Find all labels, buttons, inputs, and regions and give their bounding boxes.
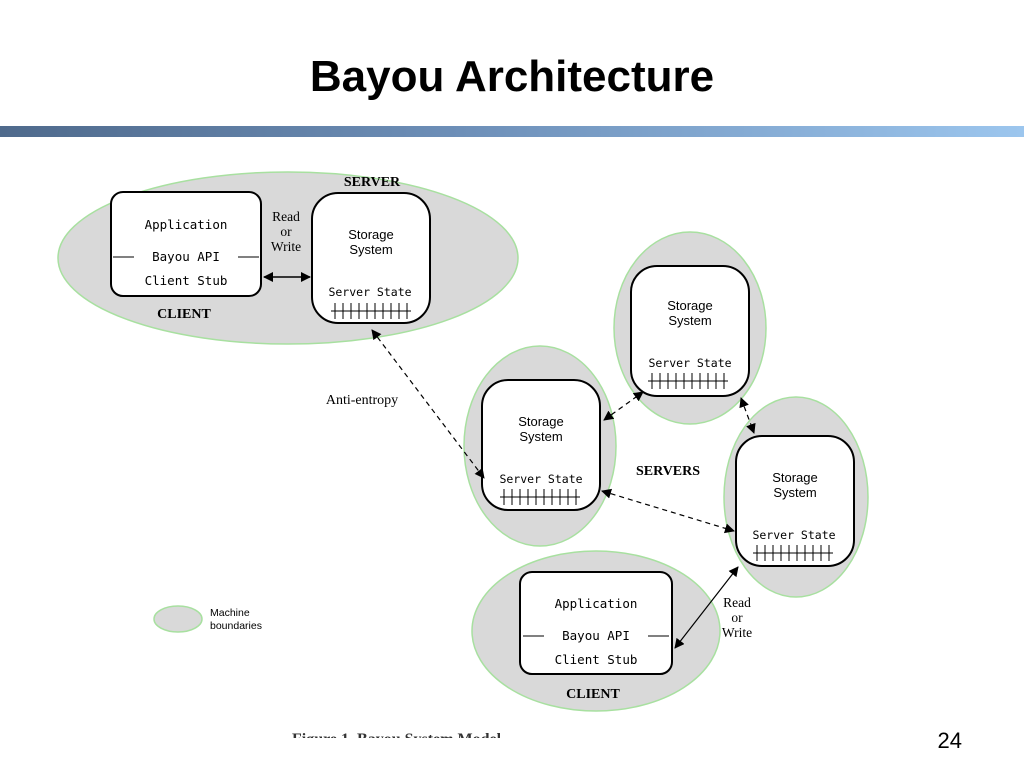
legend-line1: Machine: [210, 607, 250, 619]
storage-rb-line2: System: [773, 485, 816, 500]
client-bottom-bayou-api: Bayou API: [562, 628, 630, 643]
figure-caption-partial: Figure 1. Bayou System Model: [292, 731, 502, 748]
servers-label: SERVERS: [636, 464, 700, 479]
client-bottom-application: Application: [555, 596, 638, 611]
write-label-top: Write: [271, 239, 301, 254]
storage-rt-line2: System: [668, 313, 711, 328]
or-label-top: or: [280, 224, 292, 239]
storage-box-server-right-bottom: Storage System Server State: [735, 435, 855, 567]
read-label-bottom: Read: [723, 595, 751, 610]
legend-line2: boundaries: [210, 620, 262, 632]
anti-entropy-label: Anti-entropy: [326, 393, 398, 408]
storage-top-server-state: Server State: [328, 285, 411, 299]
storage-box-server-middle: Storage System Server State: [481, 379, 601, 511]
client-label-top: CLIENT: [157, 307, 211, 322]
storage-mid-line1: Storage: [518, 414, 564, 429]
storage-box-top-server: Storage System Server State: [311, 192, 431, 324]
storage-mid-server-state: Server State: [499, 472, 582, 486]
read-write-arrow-bottom: [674, 566, 739, 649]
legend-machine-swatch: [153, 605, 203, 633]
storage-rt-line1: Storage: [667, 298, 713, 313]
client-top-client-stub: Client Stub: [145, 273, 228, 288]
server-label: SERVER: [344, 175, 401, 190]
page-number: 24: [937, 728, 962, 753]
storage-rb-server-state: Server State: [752, 528, 835, 542]
storage-rt-server-state: Server State: [648, 356, 731, 370]
storage-top-line2: System: [349, 242, 392, 257]
client-box-bottom: Application Bayou API Client Stub: [519, 571, 673, 675]
or-label-bottom: or: [731, 610, 743, 625]
storage-mid-line2: System: [519, 429, 562, 444]
client-top-bayou-api: Bayou API: [152, 249, 220, 264]
anti-entropy-arrow-top-to-middle: [371, 329, 485, 479]
client-bottom-client-stub: Client Stub: [555, 652, 638, 667]
read-label-top: Read: [272, 209, 300, 224]
anti-entropy-arrow-middle-to-right-top: [603, 391, 644, 421]
title-divider-bar: [0, 126, 1024, 137]
write-label-bottom: Write: [722, 625, 752, 640]
client-label-bottom: CLIENT: [566, 687, 620, 702]
client-top-application: Application: [145, 217, 228, 232]
storage-box-server-right-top: Storage System Server State: [630, 265, 750, 397]
storage-top-line1: Storage: [348, 227, 394, 242]
storage-rb-line1: Storage: [772, 470, 818, 485]
anti-entropy-arrow-middle-to-right-bottom: [601, 488, 735, 534]
anti-entropy-arrow-right-top-to-right-bottom: [739, 397, 756, 434]
client-box-top: Application Bayou API Client Stub: [110, 191, 262, 297]
slide-title: Bayou Architecture: [309, 52, 715, 101]
